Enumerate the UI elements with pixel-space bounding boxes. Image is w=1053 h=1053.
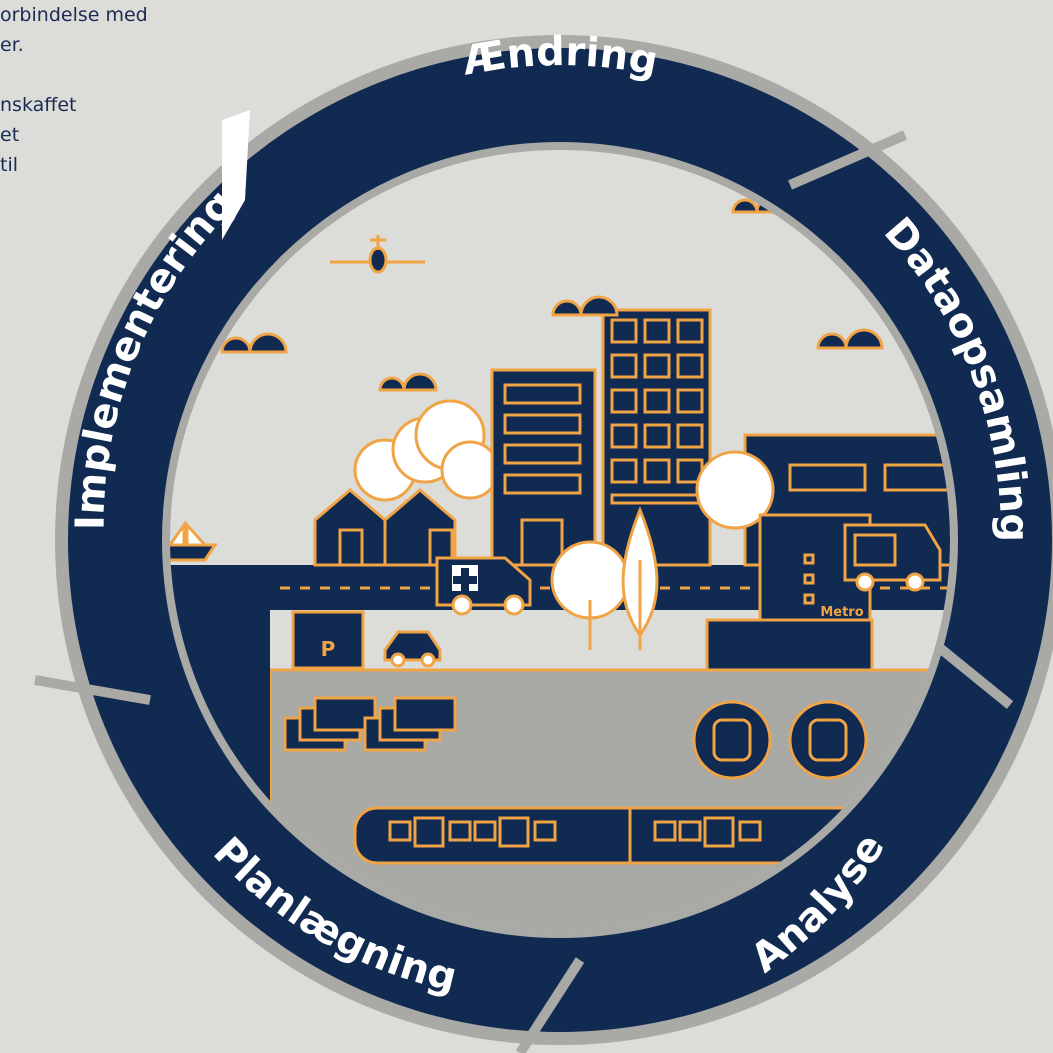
- car: [383, 630, 442, 668]
- airplane: [330, 235, 425, 274]
- intro-text: orbindelse med er. nskaffet et til: [0, 0, 240, 180]
- parking-sign: P: [291, 610, 365, 670]
- intro-line: orbindelse med: [0, 4, 148, 26]
- segment-divider: [926, 636, 1014, 709]
- segment-divider: [515, 957, 585, 1053]
- intro-line: er.: [0, 34, 24, 56]
- intro-line: til: [0, 154, 19, 176]
- underground-parking: [283, 696, 457, 752]
- ambulance: [435, 556, 532, 616]
- tree-cluster: [353, 399, 500, 502]
- intro-line: nskaffet: [0, 94, 77, 116]
- metro-sign: Metro: [820, 605, 863, 620]
- city-illustration: Metro P: [170, 194, 950, 930]
- intro-line: et: [0, 124, 20, 146]
- segment-divider: [222, 110, 250, 240]
- fire-truck: [843, 523, 942, 592]
- sailboat: [170, 520, 218, 562]
- segment-divider: [34, 675, 151, 705]
- parking-label: P: [321, 637, 336, 661]
- segment-divider: [788, 130, 907, 190]
- metro-tunnels: [692, 700, 868, 780]
- tower-building: [601, 308, 712, 567]
- house: [313, 488, 387, 567]
- metro-station: Metro: [705, 513, 874, 672]
